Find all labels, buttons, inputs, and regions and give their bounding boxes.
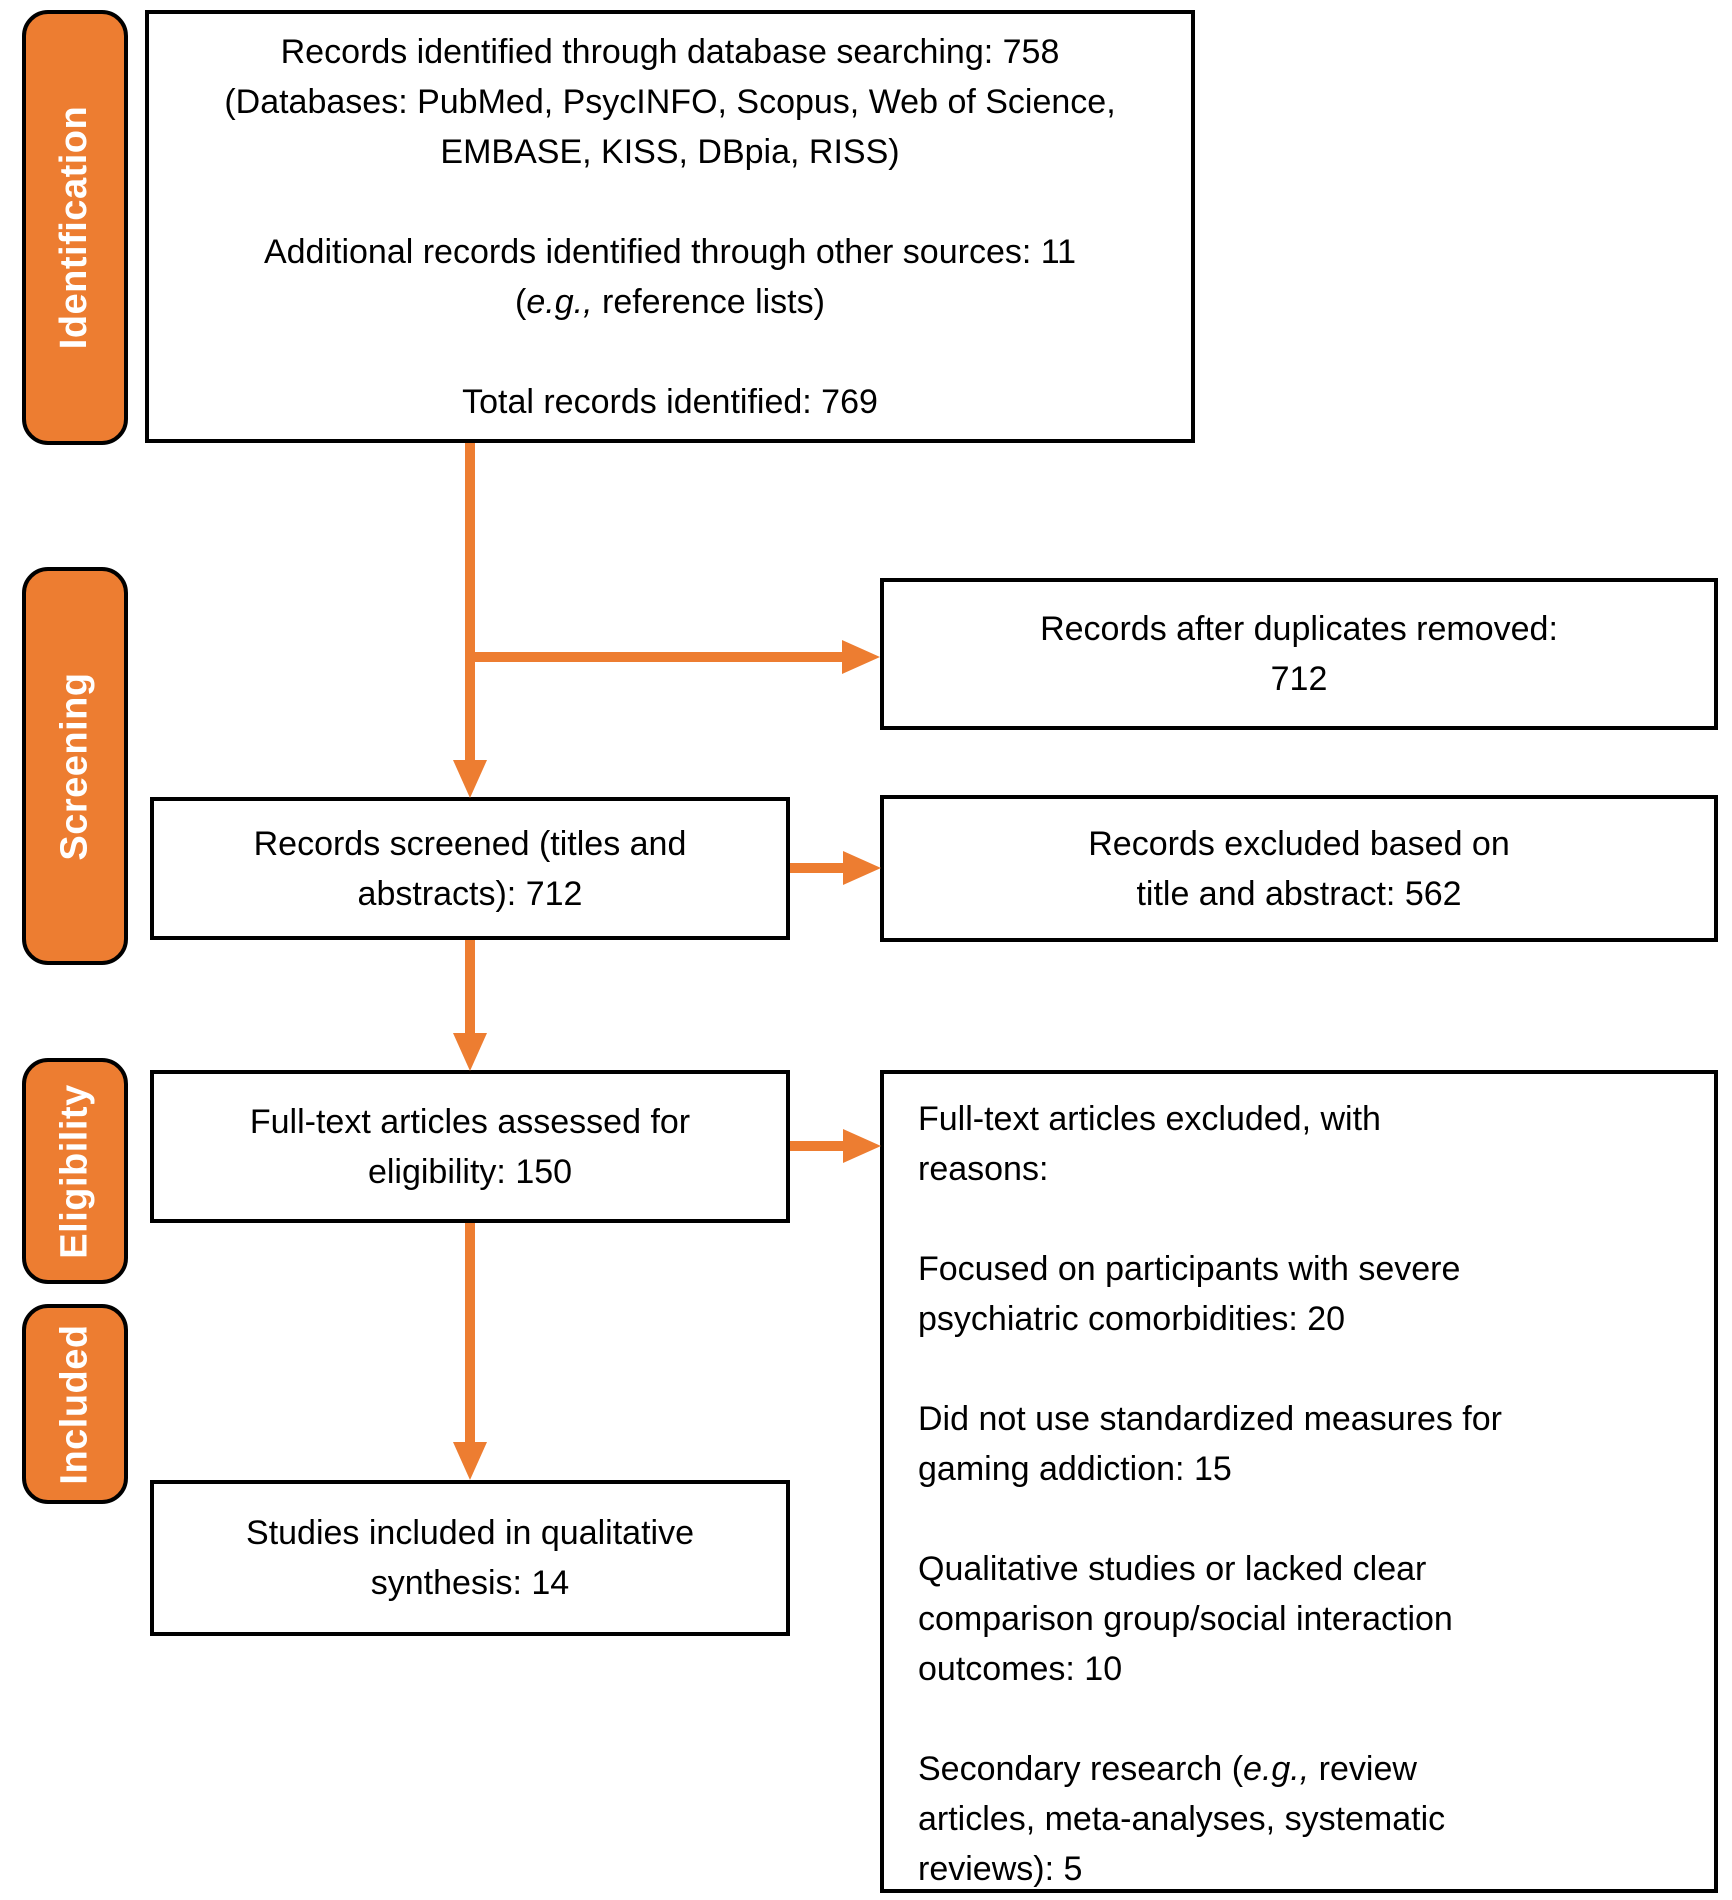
text-segment: Records identified through database sear… [280,32,1060,71]
box-records-excluded-title-abstract: Records excluded based on title and abstr… [880,795,1718,942]
text-line: title and abstract: 562 [898,869,1700,919]
text-segment: Full-text articles assessed for [249,1102,691,1141]
text-segment: ( [515,282,527,321]
text-line: synthesis: 14 [168,1558,772,1608]
arrow-branch-to-duplicates-removed-arrowhead [842,640,880,674]
arrow-fulltext-to-included-arrowhead [453,1442,487,1480]
text-line: outcomes: 10 [918,1644,1690,1694]
text-segment: e.g., [1243,1750,1310,1788]
arrow-fulltext-to-excluded-reasons-arrowhead [843,1129,881,1163]
text-line: EMBASE, KISS, DBpia, RISS) [163,127,1177,177]
arrow-branch-to-duplicates-removed-line [470,652,844,662]
text-line: Records after duplicates removed: [898,604,1700,654]
text-line: abstracts): 712 [168,869,772,919]
arrow-fulltext-to-included-line [465,1223,475,1443]
text-line: Records screened (titles and [168,819,772,869]
arrow-identified-to-screened-line [465,443,475,763]
stage-label-eligibility-text: Eligibility [53,1083,96,1259]
text-segment: Studies included in qualitative [246,1514,694,1552]
text-line: Focused on participants with severe [918,1244,1690,1294]
text-segment: reference lists) [592,282,825,321]
stage-label-screening: Screening [22,567,128,965]
text-segment: Full-text articles excluded, with [918,1100,1381,1138]
text-segment: articles, meta-analyses, systematic [918,1800,1446,1838]
text-line: Qualitative studies or lacked clear [918,1544,1690,1594]
text-segment: outcomes: 10 [918,1650,1123,1688]
text-segment: Secondary research ( [918,1750,1244,1788]
text-line: reviews): 5 [918,1844,1690,1894]
stage-label-included: Included [22,1304,128,1504]
stage-label-included-text: Included [53,1323,96,1485]
text-line: psychiatric comorbidities: 20 [918,1294,1690,1344]
text-line: Secondary research (e.g., review [918,1744,1690,1794]
text-segment: reasons: [918,1150,1049,1188]
text-segment: Records after duplicates removed: [1040,610,1558,648]
stage-label-screening-text: Screening [53,671,96,861]
text-segment: abstracts): 712 [357,874,583,913]
text-line [163,327,1177,377]
text-line [163,177,1177,227]
text-segment: psychiatric comorbidities: 20 [918,1300,1346,1338]
text-segment: Did not use standardized measures for [918,1400,1502,1438]
text-segment: Records excluded based on [1088,824,1510,863]
text-line: Full-text articles excluded, with [918,1094,1690,1144]
box-studies-included: Studies included in qualitative synthesis… [150,1480,790,1636]
text-segment: (Databases: PubMed, PsycINFO, Scopus, We… [224,82,1116,121]
stage-label-identification-text: Identification [53,105,96,350]
arrow-screened-to-excluded-arrowhead [843,851,881,885]
arrow-screened-to-fulltext-line [465,940,475,1035]
text-segment: review [1309,1750,1417,1788]
stage-label-identification: Identification [22,10,128,445]
text-segment: synthesis: 14 [370,1564,570,1602]
text-segment: Qualitative studies or lacked clear [918,1550,1427,1588]
text-segment: Total records identified: 769 [462,382,878,421]
text-line: (e.g., reference lists) [163,277,1177,327]
text-line [918,1194,1690,1244]
arrow-screened-to-fulltext-arrowhead [453,1033,487,1071]
text-line: (Databases: PubMed, PsycINFO, Scopus, We… [163,77,1177,127]
text-line: gaming addiction: 15 [918,1444,1690,1494]
box-records-screened: Records screened (titles and abstracts): … [150,797,790,940]
text-segment: Additional records identified through ot… [263,232,1077,271]
text-line [918,1694,1690,1744]
box-records-after-duplicates: Records after duplicates removed: 712 [880,578,1718,730]
text-line: 712 [898,654,1700,704]
arrow-identified-to-screened-arrowhead [453,760,487,798]
text-segment: title and abstract: 562 [1136,874,1462,913]
text-line [918,1494,1690,1544]
text-line [918,1344,1690,1394]
text-line: Full-text articles assessed for [168,1097,772,1147]
text-segment: gaming addiction: 15 [918,1450,1232,1488]
text-segment: Records screened (titles and [253,824,687,863]
text-segment: 712 [1270,660,1328,698]
text-line: reasons: [918,1144,1690,1194]
text-line: Studies included in qualitative [168,1508,772,1558]
text-line: comparison group/social interaction [918,1594,1690,1644]
text-segment: comparison group/social interaction [918,1600,1453,1638]
text-segment: eligibility: 150 [367,1152,573,1191]
box-records-identified: Records identified through database sear… [145,10,1195,443]
text-line: articles, meta-analyses, systematic [918,1794,1690,1844]
text-segment: reviews): 5 [918,1850,1083,1888]
text-line: Total records identified: 769 [163,377,1177,427]
arrow-fulltext-to-excluded-reasons-line [790,1141,845,1151]
text-line: Did not use standardized measures for [918,1394,1690,1444]
box-fulltext-excluded-reasons: Full-text articles excluded, with reasons… [880,1070,1718,1893]
text-line: Additional records identified through ot… [163,227,1177,277]
box-fulltext-assessed: Full-text articles assessed for eligibili… [150,1070,790,1223]
text-segment: Focused on participants with severe [918,1250,1461,1288]
text-line: eligibility: 150 [168,1147,772,1197]
text-line: Records excluded based on [898,819,1700,869]
text-segment: e.g., [526,282,593,321]
text-segment: EMBASE, KISS, DBpia, RISS) [440,132,900,171]
text-line: Records identified through database sear… [163,27,1177,77]
stage-label-eligibility: Eligibility [22,1058,128,1284]
arrow-screened-to-excluded-line [790,863,845,873]
